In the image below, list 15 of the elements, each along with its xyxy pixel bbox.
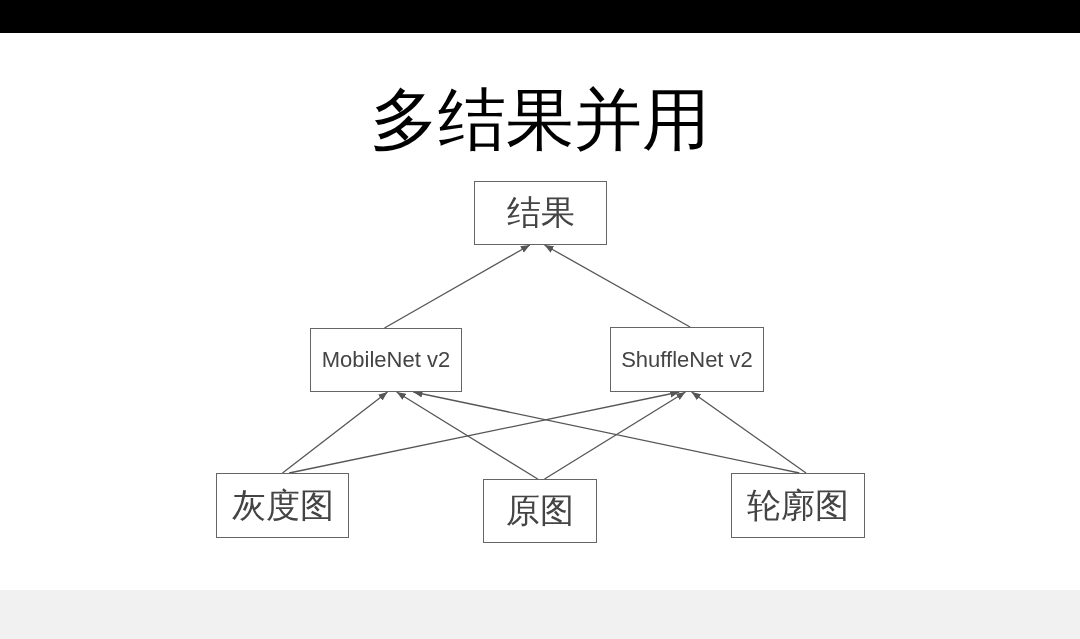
text-box: 结果 — [474, 181, 607, 245]
title: 多结果并用 — [369, 79, 711, 161]
arrow — [288, 390, 680, 474]
arrow — [396, 391, 539, 480]
text-box: ShuffleNet v2 — [610, 327, 764, 392]
arrow — [543, 391, 687, 480]
arrow — [412, 390, 800, 474]
arrow — [383, 244, 531, 329]
text-box: 灰度图 — [216, 473, 349, 538]
text-box: 原图 — [483, 479, 597, 543]
text-box: MobileNet v2 — [310, 328, 462, 392]
arrow — [690, 391, 807, 474]
text-box: 轮廓图 — [731, 473, 865, 538]
arrow — [281, 391, 389, 474]
arrow — [543, 244, 691, 328]
